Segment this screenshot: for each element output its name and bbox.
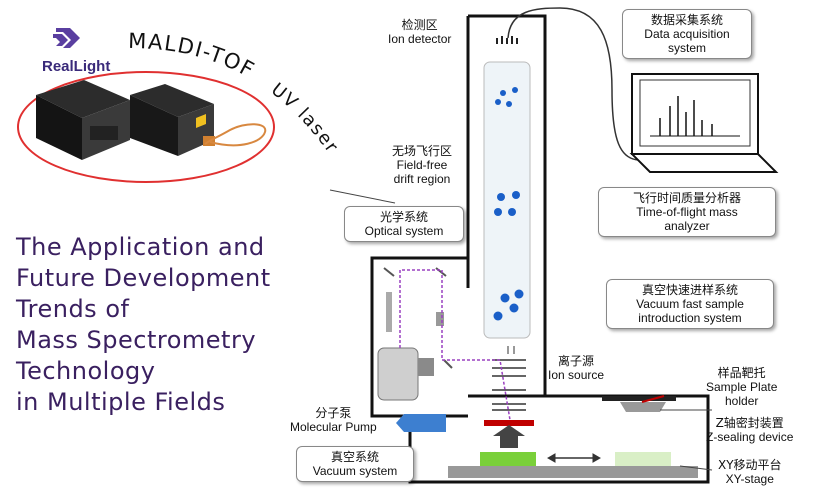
ion-cluster-top xyxy=(495,87,518,107)
stage-arrow-icon xyxy=(546,453,602,463)
ion-cluster-mid xyxy=(494,191,520,216)
computer-monitor xyxy=(629,73,779,173)
headline-line: The Application and xyxy=(16,233,265,261)
xy-stage-green xyxy=(480,452,536,466)
fiber-cable xyxy=(204,123,267,147)
tof-tube-outer xyxy=(468,14,547,398)
sample-plate xyxy=(620,402,666,412)
data-acquisition-label: 数据采集系统 Data acquisition system xyxy=(622,9,752,59)
laser-device-left xyxy=(36,80,130,160)
drift-region-tube xyxy=(483,61,531,339)
optical-system-label: 光学系统 Optical system xyxy=(344,206,464,242)
headline-line: Trends of xyxy=(16,295,130,323)
pump-arrow-icon xyxy=(396,414,412,432)
laser-word-uv: UV laser xyxy=(267,79,343,157)
sample-plate-holder xyxy=(602,396,676,401)
tof-analyzer-label: 飞行时间质量分析器 Time-of-flight mass analyzer xyxy=(598,187,776,237)
detector-icon xyxy=(496,36,518,44)
headline-line: in Multiple Fields xyxy=(16,388,226,416)
headline-line: Technology xyxy=(16,357,156,385)
pointer-line xyxy=(329,189,396,204)
sample-target xyxy=(484,420,534,426)
vacuum-fast-sample-label: 真空快速进样系统 Vacuum fast sample introduction… xyxy=(606,279,774,329)
ion-cluster-low xyxy=(493,289,524,321)
lift-arrow xyxy=(493,425,525,448)
headline-line: Mass Spectrometry xyxy=(16,326,257,354)
ion-source-label: 离子源 Ion source xyxy=(548,354,605,382)
molecular-pump-label: 分子泵 Molecular Pump xyxy=(290,406,377,434)
xy-stage-light xyxy=(615,452,671,466)
sample-plate-label: 样品靶托 Sample Plate holder xyxy=(706,366,778,408)
drift-region-label: 无场飞行区 Field-free drift region xyxy=(392,144,453,186)
detector-cable xyxy=(507,7,641,161)
headline-line: Future Development xyxy=(16,264,271,292)
svg-text:MALDI-TOF UV laser: MALDI-TOF UV laser xyxy=(128,29,343,158)
xy-stage-label: XY移动平台 XY-stage xyxy=(718,458,782,486)
xy-stage-base xyxy=(448,466,698,478)
brand-name: RealLight xyxy=(42,58,111,75)
headline: The Application and Future Development T… xyxy=(16,232,326,418)
optical-components xyxy=(377,267,453,401)
ion-detector-label: 检测区 Ion detector xyxy=(388,18,452,46)
reallight-logo-icon xyxy=(53,28,80,48)
laser-highlight-ellipse xyxy=(17,71,275,183)
laser-word-maldi: MALDI-TOF xyxy=(128,29,259,83)
laser-beam-path xyxy=(399,269,511,421)
z-sealing-label: Z轴密封装置 Z-sealing device xyxy=(706,416,794,444)
vacuum-system-label: 真空系统 Vacuum system xyxy=(296,446,414,482)
